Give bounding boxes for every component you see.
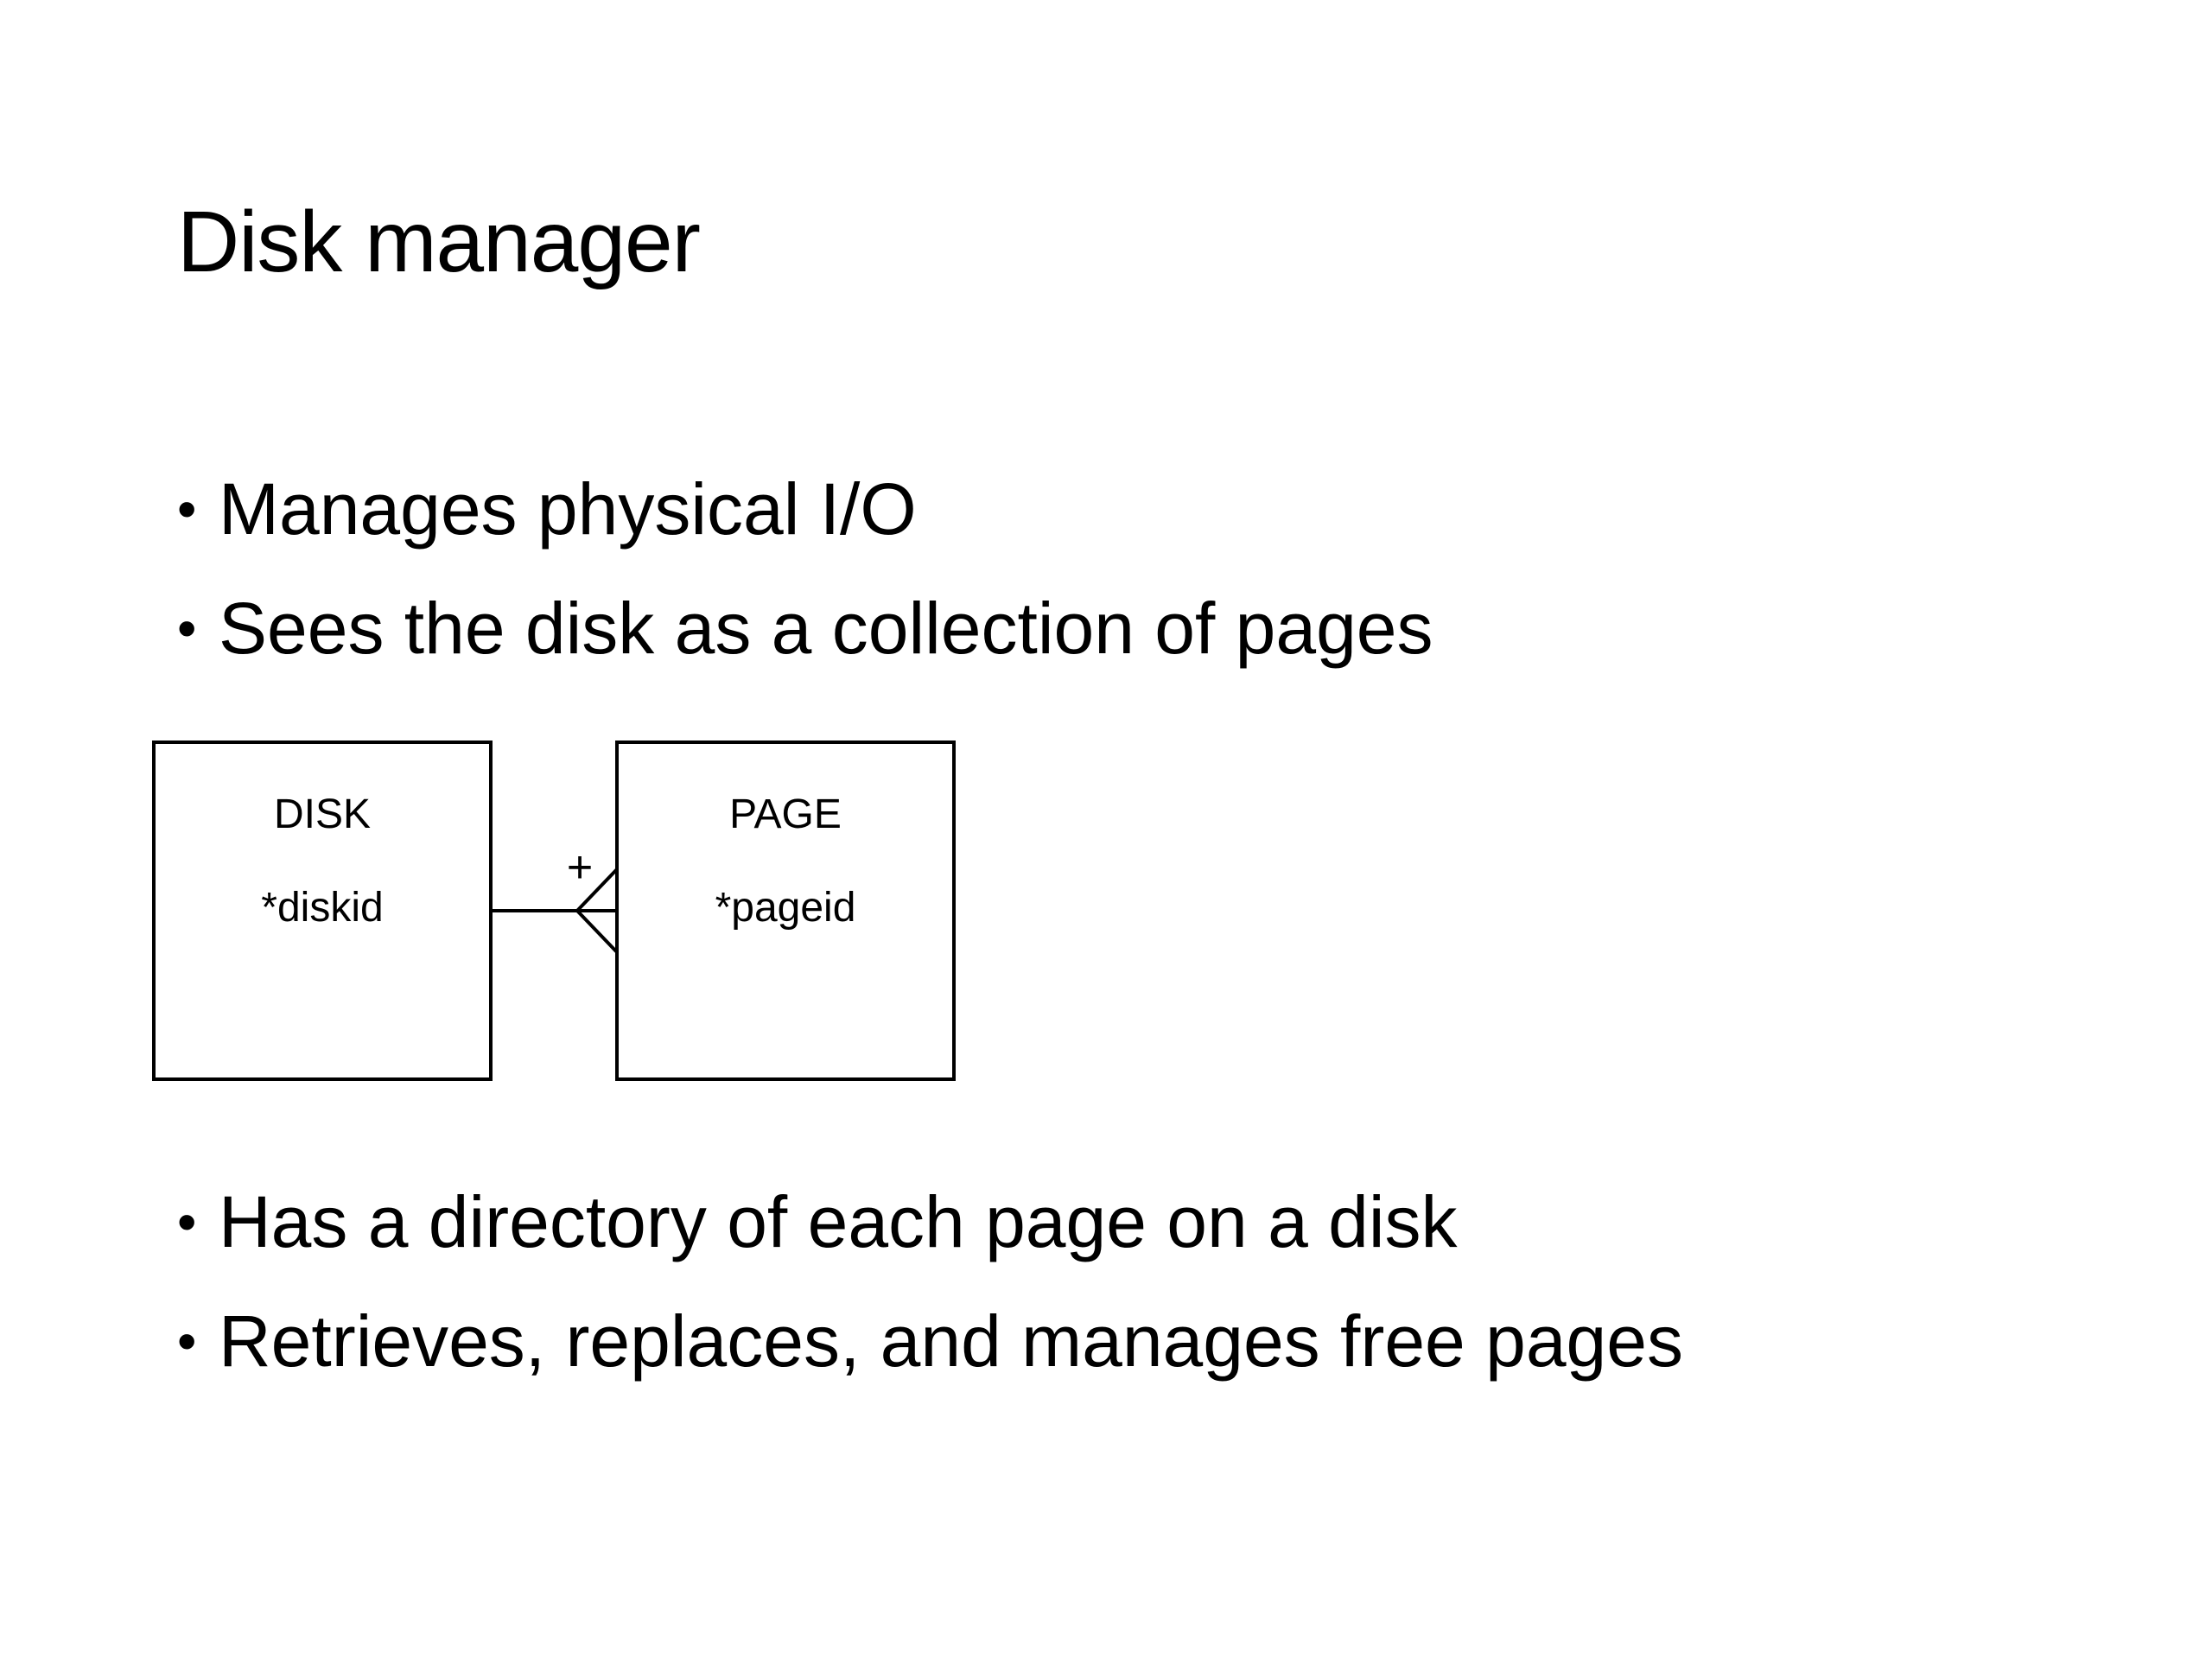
entity-page: PAGE *pageid <box>615 741 956 1081</box>
bullet-text: Retrieves, replaces, and manages free pa… <box>219 1300 1683 1382</box>
crowfoot-lower-line <box>575 909 619 954</box>
relationship-connector: + <box>491 842 619 954</box>
bullet-list-bottom: • Has a directory of each page on a disk… <box>177 1162 1683 1401</box>
cardinality-one-icon: + <box>567 842 593 893</box>
bullet-item: • Sees the disk as a collection of pages <box>177 569 1433 688</box>
slide-title: Disk manager <box>177 194 701 290</box>
entity-disk-attribute: *diskid <box>261 885 383 931</box>
bullet-list-top: • Manages physical I/O • Sees the disk a… <box>177 449 1433 688</box>
entity-page-box <box>615 741 956 1081</box>
entity-disk-name: DISK <box>274 791 371 837</box>
bullet-icon: • <box>177 478 197 540</box>
crowfoot-upper-line <box>575 868 619 912</box>
entity-page-name: PAGE <box>729 791 842 837</box>
bullet-item: • Manages physical I/O <box>177 449 1433 569</box>
bullet-text: Has a directory of each page on a disk <box>219 1181 1458 1262</box>
entity-disk-box <box>152 741 493 1081</box>
bullet-text: Sees the disk as a collection of pages <box>219 588 1433 669</box>
bullet-icon: • <box>177 597 197 659</box>
entity-page-attribute: *pageid <box>715 885 856 931</box>
er-diagram: DISK *diskid + PAGE *pageid <box>152 741 956 1081</box>
entity-disk: DISK *diskid <box>152 741 493 1081</box>
bullet-text: Manages physical I/O <box>219 468 917 550</box>
bullet-icon: • <box>177 1191 197 1253</box>
bullet-icon: • <box>177 1310 197 1372</box>
bullet-item: • Has a directory of each page on a disk <box>177 1162 1683 1281</box>
bullet-item: • Retrieves, replaces, and manages free … <box>177 1281 1683 1401</box>
